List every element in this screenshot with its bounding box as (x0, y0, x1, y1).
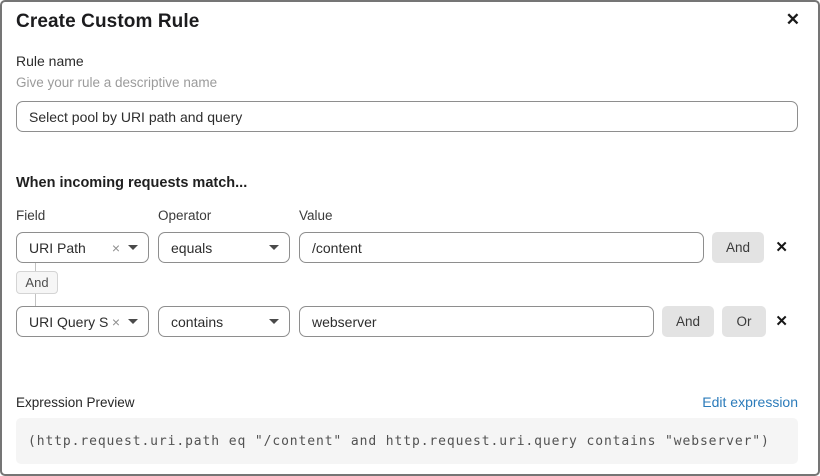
operator-select-value: equals (171, 239, 213, 256)
delete-row-icon[interactable]: ✕ (775, 239, 788, 256)
clear-selection-icon[interactable]: × (111, 313, 120, 330)
and-connector-badge: And (16, 271, 58, 294)
chevron-down-icon (269, 245, 279, 250)
match-section-heading: When incoming requests match... (16, 175, 248, 191)
operator-select-value: contains (171, 313, 224, 330)
row-connector: And (16, 263, 58, 306)
chevron-down-icon (269, 319, 279, 324)
edit-expression-link[interactable]: Edit expression (702, 394, 798, 410)
rule-name-label: Rule name (16, 53, 84, 69)
value-input[interactable] (299, 306, 654, 337)
operator-select[interactable]: contains (158, 306, 290, 337)
rule-name-hint: Give your rule a descriptive name (16, 75, 218, 90)
field-select-value: URI Path (29, 239, 86, 256)
expression-preview-header: Expression Preview Edit expression (16, 394, 798, 410)
rule-name-input[interactable] (16, 101, 798, 132)
expression-code-preview: (http.request.uri.path eq "/content" and… (16, 418, 798, 464)
field-select[interactable]: URI Query St... × (16, 306, 149, 337)
operator-select[interactable]: equals (158, 232, 290, 263)
delete-row-icon[interactable]: ✕ (775, 313, 788, 330)
operator-column-label: Operator (158, 208, 212, 223)
chevron-down-icon (128, 245, 138, 250)
match-row: URI Path × equals And ✕ (16, 232, 798, 263)
close-icon[interactable]: ✕ (785, 10, 800, 29)
add-and-condition-button[interactable]: And (712, 232, 764, 263)
add-or-condition-button[interactable]: Or (722, 306, 766, 337)
connector-line (35, 294, 36, 306)
field-select-value: URI Query St... (29, 313, 108, 330)
value-input[interactable] (299, 232, 704, 263)
match-column-labels: Field Operator Value (16, 208, 798, 224)
dialog-title: Create Custom Rule (16, 11, 200, 32)
chevron-down-icon (128, 319, 138, 324)
field-column-label: Field (16, 208, 46, 223)
expression-preview-label: Expression Preview (16, 395, 135, 410)
value-column-label: Value (299, 208, 333, 223)
field-select[interactable]: URI Path × (16, 232, 149, 263)
connector-line (35, 263, 36, 271)
clear-selection-icon[interactable]: × (111, 239, 120, 256)
match-row: URI Query St... × contains And Or ✕ (16, 306, 798, 337)
add-and-condition-button[interactable]: And (662, 306, 714, 337)
